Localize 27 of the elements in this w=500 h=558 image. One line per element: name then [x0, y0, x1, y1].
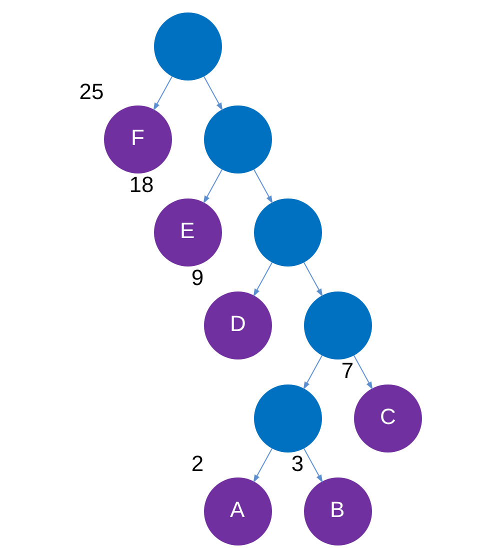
arrow — [252, 448, 272, 483]
node-circle: B — [304, 478, 372, 546]
arrow — [202, 76, 222, 111]
node-circle: A — [204, 478, 272, 546]
arrow — [152, 76, 172, 111]
arrow — [252, 169, 272, 204]
arrow — [202, 169, 222, 204]
node-circle: C — [354, 384, 422, 452]
node-circle: F — [104, 106, 172, 174]
node-circle: E — [154, 198, 222, 266]
node-label: 25 — [78, 79, 104, 104]
arrow — [302, 262, 322, 297]
node-label: 18 — [128, 172, 154, 198]
arrow — [302, 448, 322, 483]
node-label: 9 — [190, 265, 204, 290]
node-circle — [254, 198, 322, 266]
node-circle — [304, 292, 372, 360]
arrow — [252, 262, 272, 297]
arrow — [352, 355, 372, 390]
node-label: 7 — [340, 358, 354, 384]
node-circle — [154, 12, 222, 80]
node-circle: D — [204, 292, 272, 360]
node-circle — [254, 384, 322, 452]
node-label: 2 — [190, 451, 204, 476]
node-circle — [204, 106, 272, 174]
arrow — [302, 355, 322, 390]
node-label: 3 — [290, 451, 304, 476]
